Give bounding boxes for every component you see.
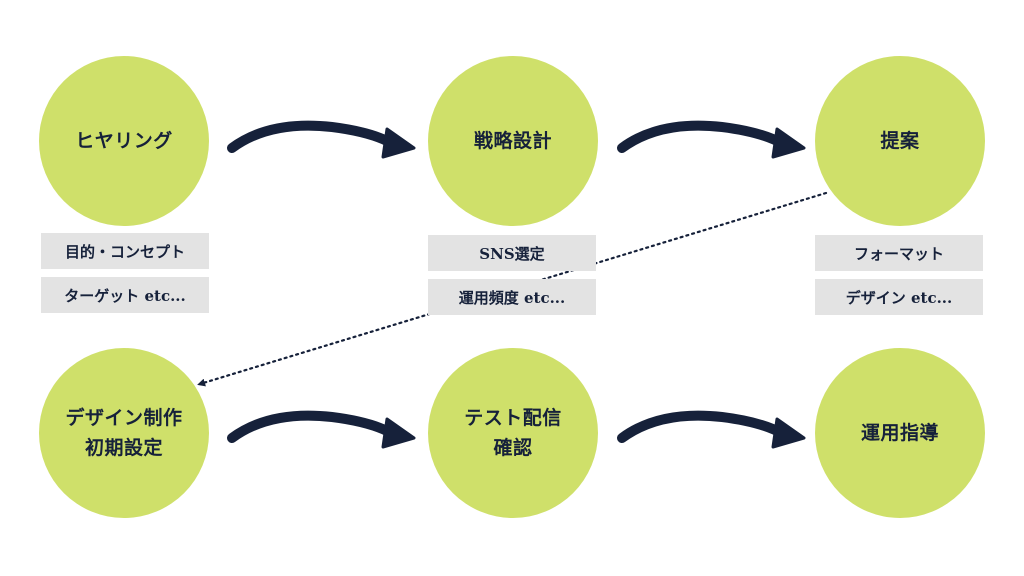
step-circle-proposal: 提案 [815,56,985,226]
detail-tag: SNS選定 [428,235,596,271]
curved-arrow-icon [617,410,806,449]
step-circle-hearing: ヒヤリング [39,56,209,226]
detail-text: 目的・コンセプト [64,242,185,261]
step-circle-operation-guidance: 運用指導 [815,348,985,518]
detail-tag: デザイン etc... [815,279,983,315]
detail-text: ターゲット etc... [64,286,186,305]
dotted-arrow-icon [197,191,828,387]
step-label: 運用指導 [860,422,939,444]
step-label: デザイン制作 初期設定 [65,407,183,459]
detail-tag: 運用頻度 etc... [428,279,596,315]
step-circle-test-delivery: テスト配信 確認 [428,348,598,518]
step-circle-strategy: 戦略設計 [428,56,598,226]
curved-arrow-icon [617,120,806,159]
step-circle-design-setup: デザイン制作 初期設定 [39,348,209,518]
detail-text: デザイン etc... [845,288,953,307]
detail-text: フォーマット [853,244,944,263]
detail-text: SNS選定 [479,244,545,263]
step-label: 提案 [880,130,920,152]
step-label: ヒヤリング [75,130,173,152]
curved-arrow-icon [227,120,416,159]
detail-tag: フォーマット [815,235,983,271]
detail-tag: ターゲット etc... [41,277,209,313]
detail-text: 運用頻度 etc... [458,288,566,307]
detail-tag: 目的・コンセプト [41,233,209,269]
curved-arrow-icon [227,410,416,449]
step-label: テスト配信 確認 [464,407,562,459]
step-label: 戦略設計 [473,130,552,152]
